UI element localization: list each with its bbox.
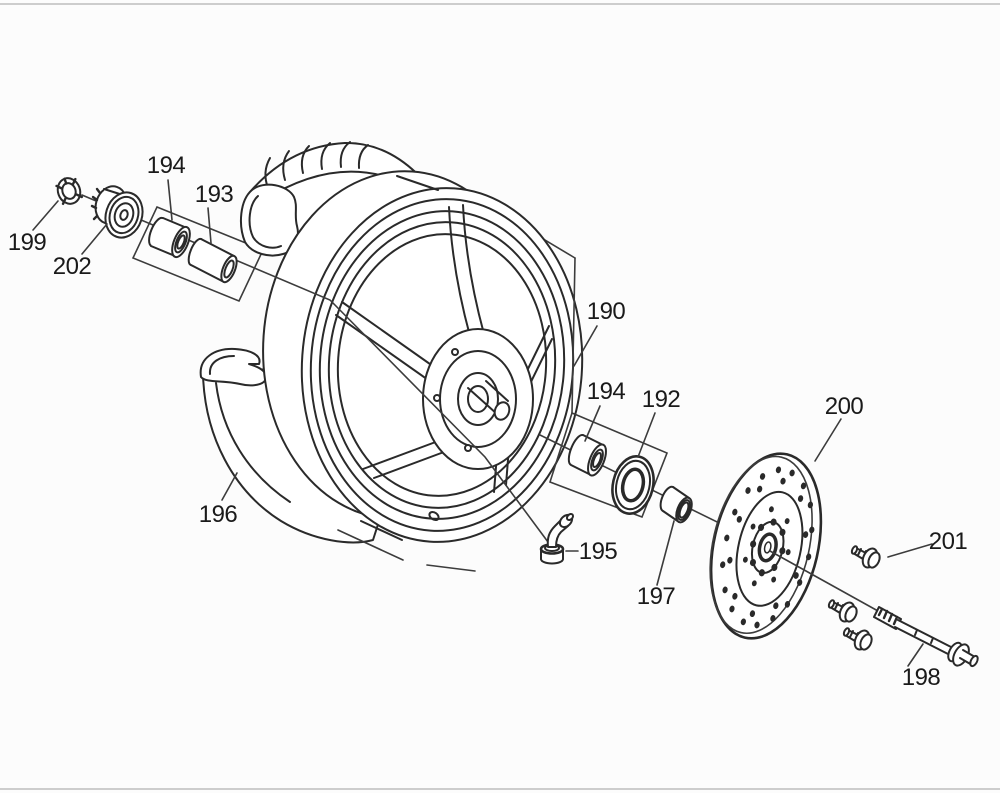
part-label-202: 202 — [53, 253, 92, 280]
leader-197 — [656, 520, 675, 586]
leader-192 — [637, 412, 656, 458]
speedo-drive-202-drawing — [90, 185, 144, 239]
part-label-190: 190 — [587, 298, 626, 325]
leader-196 — [221, 472, 238, 501]
leader-200 — [814, 418, 842, 462]
part-label-192: 192 — [642, 386, 681, 413]
brake-disc-200-drawing — [709, 452, 823, 640]
leader-190 — [573, 325, 598, 367]
part-label-200: 200 — [825, 393, 864, 420]
seal-192-drawing — [611, 455, 655, 515]
leader-193 — [207, 207, 212, 244]
collar-197-drawing — [659, 485, 693, 524]
leader-198 — [907, 643, 924, 667]
axle-198-drawing — [873, 606, 979, 668]
part-label-194-right: 194 — [587, 378, 626, 405]
disc-bolt-201-2 — [827, 599, 858, 623]
part-label-197: 197 — [637, 583, 676, 610]
leader-lines — [32, 179, 933, 667]
leader-194-left — [167, 179, 173, 221]
rim-valve-hole — [428, 510, 440, 522]
disc-bolt-201-1 — [850, 545, 881, 569]
alignment-panel-left-parts — [131, 205, 265, 303]
cap-199-drawing — [55, 177, 84, 206]
part-label-194-left: 194 — [147, 152, 186, 179]
part-label-198: 198 — [902, 664, 941, 691]
leader-194-right — [584, 405, 601, 442]
alignment-panel-bottom-edge — [337, 529, 476, 572]
axis-line-disc-to-axle — [769, 550, 879, 612]
valve-stem-195-drawing — [539, 512, 575, 565]
disc-bolt-201-3 — [842, 627, 873, 651]
disc-bolt-holes-inner — [742, 506, 791, 587]
leader-199 — [32, 200, 59, 231]
spacer-193-drawing — [187, 237, 238, 284]
bearing-194-right-drawing — [567, 433, 607, 477]
part-label-196: 196 — [199, 501, 238, 528]
alignment-panel-seal-parts — [549, 411, 669, 519]
front-wheel-190-drawing — [262, 170, 584, 543]
part-label-201: 201 — [929, 528, 968, 555]
part-labels: 199 202 194 193 190 194 192 196 195 197 … — [8, 152, 968, 691]
leader-202 — [81, 223, 108, 255]
disc-bolt-holes-outer — [720, 466, 815, 629]
part-label-195: 195 — [579, 538, 618, 565]
part-label-199: 199 — [8, 229, 47, 256]
part-label-193: 193 — [195, 181, 234, 208]
leader-201 — [887, 543, 933, 558]
alignment-panel-right-edge — [571, 257, 576, 414]
bearing-194-left-drawing — [148, 216, 191, 259]
wheel-hub — [422, 328, 534, 470]
